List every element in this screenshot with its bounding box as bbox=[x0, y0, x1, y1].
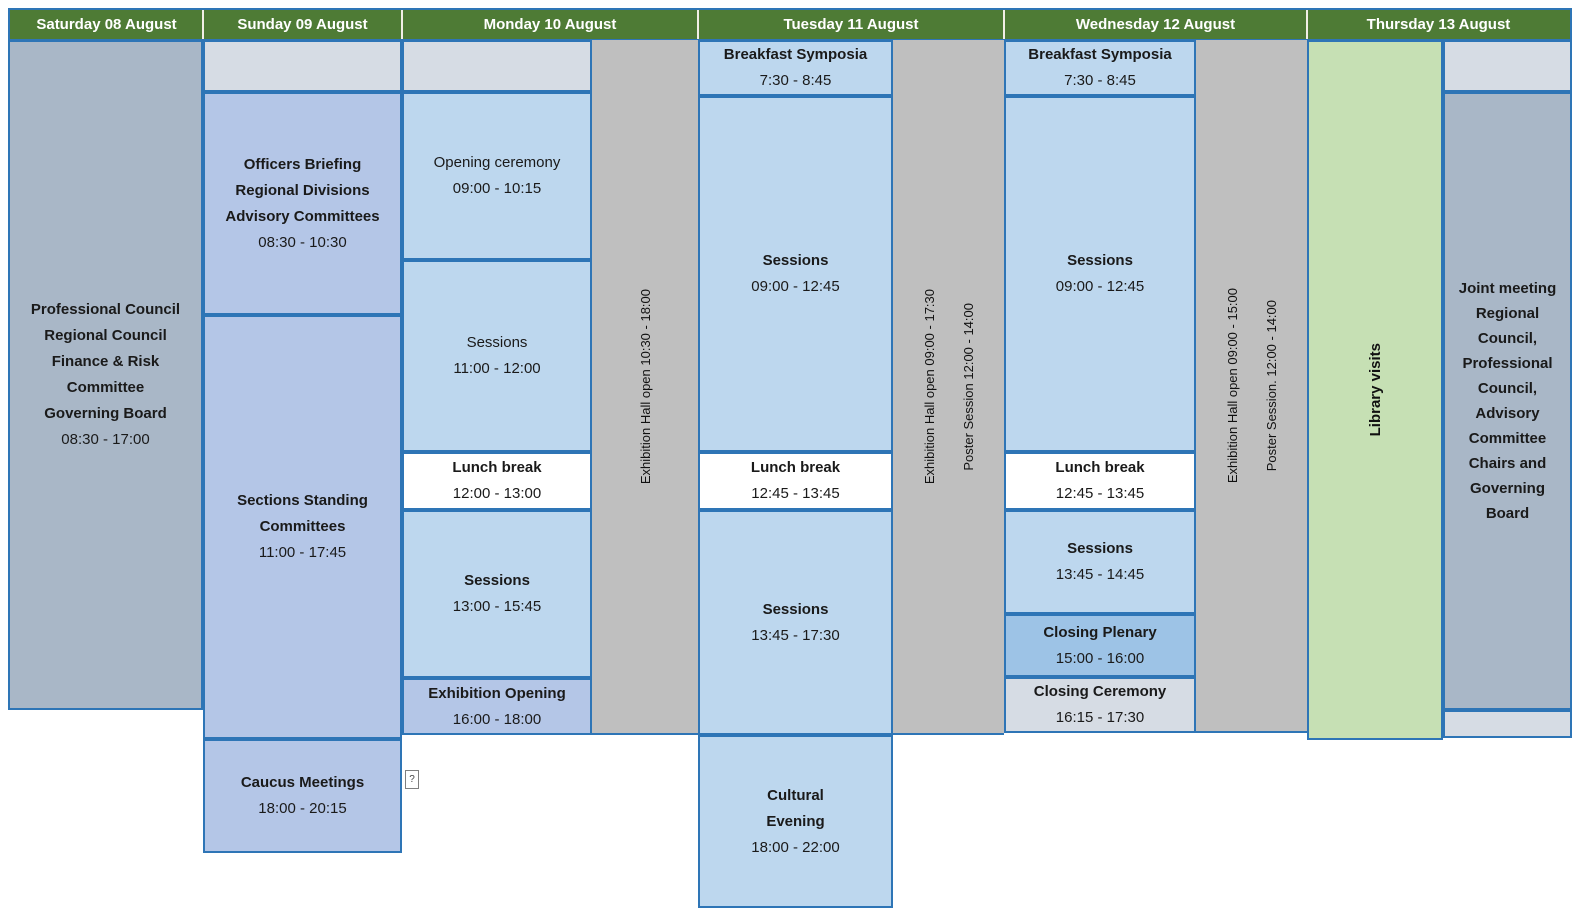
event-title: Breakfast Symposia bbox=[1028, 46, 1172, 63]
event-time: 16:00 - 18:00 bbox=[452, 710, 542, 728]
event-title: Sessions bbox=[762, 252, 829, 269]
empty-cell bbox=[1443, 40, 1572, 92]
event-time: 7:30 - 8:45 bbox=[1064, 72, 1136, 89]
event-lunch-break-tuesday: Lunch break 12:45 - 13:45 bbox=[698, 452, 893, 510]
day-header-tuesday: Tuesday 11 August bbox=[783, 16, 919, 33]
event-title: Professional Council Regional Council Fi… bbox=[30, 301, 181, 422]
empty-cell bbox=[402, 40, 592, 92]
event-caucus-meetings: Caucus Meetings 18:00 - 20:15 bbox=[203, 739, 402, 853]
day-header-monday: Monday 10 August bbox=[483, 16, 617, 33]
event-time: 18:00 - 22:00 bbox=[751, 838, 840, 856]
event-sessions-tuesday-pm: Sessions 13:45 - 17:30 bbox=[698, 510, 893, 735]
event-sessions-tuesday-am: Sessions 09:00 - 12:45 bbox=[698, 96, 893, 452]
event-title: Caucus Meetings bbox=[240, 774, 365, 791]
day-header-wednesday: Wednesday 12 August bbox=[1075, 16, 1236, 33]
event-title: Sessions bbox=[1067, 252, 1133, 269]
event-title: Sessions bbox=[1067, 540, 1133, 557]
event-joint-meeting: Joint meeting Regional Council, Professi… bbox=[1443, 92, 1572, 710]
event-title: Sessions bbox=[464, 572, 530, 589]
day-header-thursday: Thursday 13 August bbox=[1366, 16, 1511, 33]
poster-session-note: Poster Session 12:00 - 14:00 bbox=[960, 302, 976, 471]
event-time: 12:00 - 13:00 bbox=[452, 485, 542, 502]
event-title: Exhibition Opening bbox=[428, 684, 566, 702]
event-cultural-evening: Cultural Evening 18:00 - 22:00 bbox=[698, 735, 893, 908]
event-time: 11:00 - 12:00 bbox=[453, 360, 541, 377]
event-time: 09:00 - 10:15 bbox=[452, 180, 542, 197]
event-time: 13:45 - 17:30 bbox=[751, 626, 840, 644]
event-time: 15:00 - 16:00 bbox=[1055, 649, 1145, 667]
event-breakfast-symposia-tuesday: Breakfast Symposia 7:30 - 8:45 bbox=[698, 40, 893, 96]
exhibition-hall-strip-monday: Exhibition Hall open 10:30 - 18:00 bbox=[592, 40, 698, 735]
day-header-sunday: Sunday 09 August bbox=[237, 16, 368, 33]
empty-cell bbox=[1443, 710, 1572, 738]
event-library-visits: Library visits bbox=[1307, 40, 1443, 740]
event-officers-briefing: Officers Briefing Regional Divisions Adv… bbox=[203, 92, 402, 315]
event-title: Sessions bbox=[762, 600, 829, 618]
poster-session-note: Poster Session. 12:00 - 14:00 bbox=[1263, 299, 1279, 472]
empty-cell bbox=[203, 40, 402, 92]
missing-character-glyph: ? bbox=[405, 770, 419, 789]
exhibition-hall-strip-wednesday: Exhibition Hall open 09:00 - 15:00 Poste… bbox=[1196, 40, 1307, 733]
event-opening-ceremony: Opening ceremony 09:00 - 10:15 bbox=[402, 92, 592, 260]
event-title: Officers Briefing Regional Divisions Adv… bbox=[225, 155, 380, 225]
event-sections-standing-committees: Sections Standing Committees 11:00 - 17:… bbox=[203, 315, 402, 739]
event-time: 7:30 - 8:45 bbox=[759, 72, 832, 89]
event-time: 16:15 - 17:30 bbox=[1055, 709, 1145, 726]
event-lunch-break-monday: Lunch break 12:00 - 13:00 bbox=[402, 452, 592, 510]
header-divider bbox=[202, 10, 204, 39]
event-time: 13:45 - 14:45 bbox=[1055, 566, 1145, 583]
event-title: Library visits bbox=[1366, 343, 1384, 437]
event-time: 08:30 - 17:00 bbox=[61, 431, 150, 448]
event-title: Cultural Evening bbox=[766, 786, 825, 830]
event-title: Closing Plenary bbox=[1043, 623, 1157, 641]
event-time: 18:00 - 20:15 bbox=[258, 800, 347, 817]
event-governance-meetings: Professional Council Regional Council Fi… bbox=[8, 40, 203, 710]
event-sessions-monday-pm: Sessions 13:00 - 15:45 bbox=[402, 510, 592, 678]
event-title: Sessions bbox=[466, 334, 528, 351]
exhibition-hall-note: Exhibition Hall open 09:00 - 15:00 bbox=[1224, 287, 1240, 484]
exhibition-hall-note: Exhibition Hall open 10:30 - 18:00 bbox=[637, 288, 653, 485]
event-sessions-wednesday-pm: Sessions 13:45 - 14:45 bbox=[1004, 510, 1196, 614]
header-divider bbox=[697, 10, 699, 39]
event-breakfast-symposia-wednesday: Breakfast Symposia 7:30 - 8:45 bbox=[1004, 40, 1196, 96]
event-time: 09:00 - 12:45 bbox=[751, 278, 840, 295]
event-lunch-break-wednesday: Lunch break 12:45 - 13:45 bbox=[1004, 452, 1196, 510]
event-time: 09:00 - 12:45 bbox=[1055, 278, 1145, 295]
event-sessions-wednesday-am: Sessions 09:00 - 12:45 bbox=[1004, 96, 1196, 452]
event-title: Opening ceremony bbox=[433, 154, 561, 171]
event-title: Lunch break bbox=[1055, 459, 1145, 476]
event-exhibition-opening: Exhibition Opening 16:00 - 18:00 bbox=[402, 678, 592, 735]
header-divider bbox=[401, 10, 403, 39]
event-time: 13:00 - 15:45 bbox=[452, 598, 542, 615]
event-title: Joint meeting Regional Council, Professi… bbox=[1458, 280, 1557, 522]
day-header-saturday: Saturday 08 August bbox=[36, 16, 177, 33]
event-closing-plenary: Closing Plenary 15:00 - 16:00 bbox=[1004, 614, 1196, 677]
event-time: 12:45 - 13:45 bbox=[1055, 485, 1145, 502]
event-time: 11:00 - 17:45 bbox=[258, 544, 347, 561]
event-title: Lunch break bbox=[750, 459, 841, 476]
exhibition-hall-strip-tuesday: Exhibition Hall open 09:00 - 17:30 Poste… bbox=[893, 40, 1004, 735]
event-time: 08:30 - 10:30 bbox=[258, 233, 347, 251]
event-title: Breakfast Symposia bbox=[723, 46, 868, 63]
day-header-row: Saturday 08 August Sunday 09 August Mond… bbox=[8, 8, 1572, 41]
event-time: 12:45 - 13:45 bbox=[751, 485, 840, 502]
event-sessions-monday-am: Sessions 11:00 - 12:00 bbox=[402, 260, 592, 452]
header-divider bbox=[1003, 10, 1005, 39]
exhibition-hall-note: Exhibition Hall open 09:00 - 17:30 bbox=[921, 288, 937, 485]
event-title: Lunch break bbox=[452, 459, 542, 476]
header-divider bbox=[1306, 10, 1308, 39]
event-title: Closing Ceremony bbox=[1033, 683, 1167, 700]
event-title: Sections Standing Committees bbox=[237, 492, 368, 535]
event-closing-ceremony: Closing Ceremony 16:15 - 17:30 bbox=[1004, 677, 1196, 733]
